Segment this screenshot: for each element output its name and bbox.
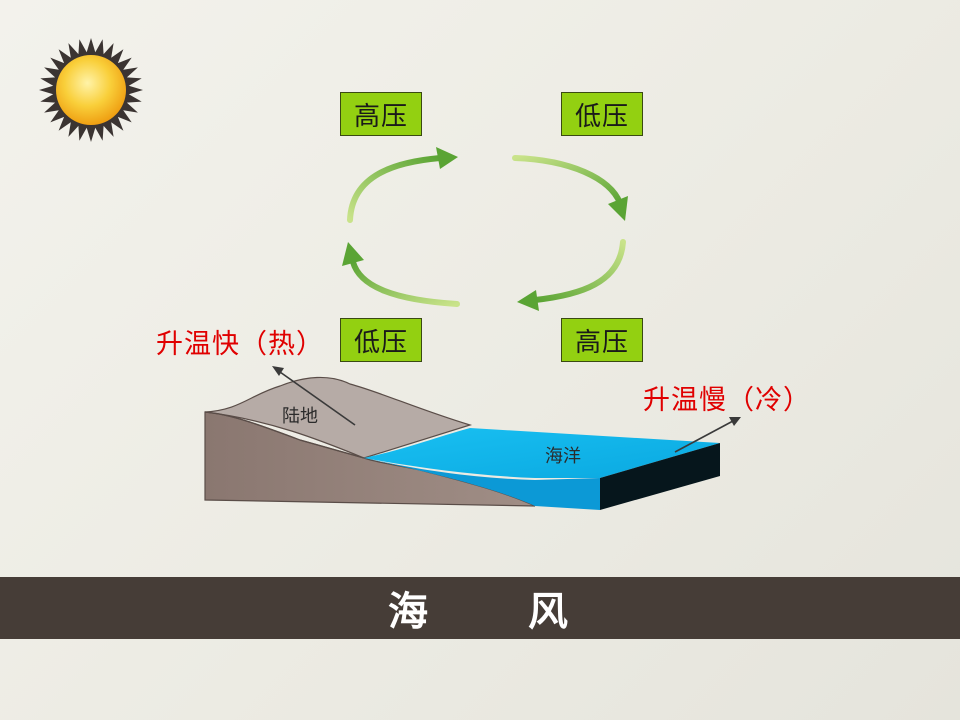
pressure-box-top-left: 高压 bbox=[340, 92, 422, 136]
land-heating-label: 升温快（热） bbox=[156, 329, 324, 360]
sea-label: 海洋 bbox=[545, 446, 581, 467]
pressure-box-bottom-right: 高压 bbox=[561, 318, 643, 362]
arrow-bottom-left bbox=[342, 242, 460, 307]
land-block bbox=[204, 376, 536, 507]
circulation-arrows-icon bbox=[342, 147, 628, 311]
land-pointer-arrow bbox=[272, 366, 356, 426]
banner-title: 海风 bbox=[388, 579, 572, 637]
pressure-box-top-right: 低压 bbox=[561, 92, 643, 136]
pressure-box-bottom-left: 低压 bbox=[340, 318, 422, 362]
sun-icon bbox=[39, 38, 143, 142]
arrow-bottom-right bbox=[517, 239, 626, 311]
land-label: 陆地 bbox=[282, 406, 318, 427]
arrow-top-left bbox=[347, 147, 458, 223]
sea-block bbox=[364, 428, 720, 510]
banner-char-2: 风 bbox=[528, 589, 572, 635]
banner-char-1: 海 bbox=[388, 589, 432, 635]
sea-heating-label: 升温慢（冷） bbox=[643, 385, 811, 416]
sea-pointer-arrow bbox=[674, 417, 741, 453]
title-banner: 海风 bbox=[0, 577, 960, 639]
arrow-top-right bbox=[512, 155, 628, 221]
